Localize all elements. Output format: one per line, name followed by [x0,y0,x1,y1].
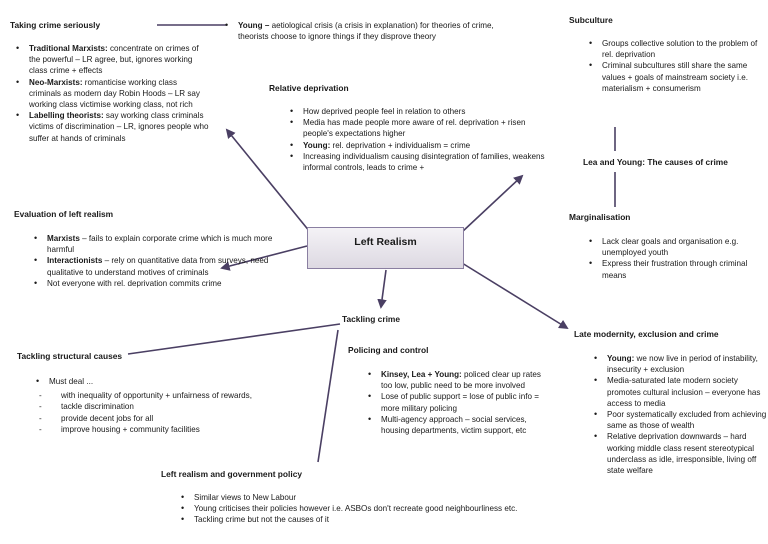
marginalisation-list: Lack clear goals and organisation e.g. u… [589,236,764,281]
heading-late-modernity: Late modernity, exclusion and crime [574,329,719,339]
list-item: Express their frustration through crimin… [589,258,764,280]
list-item: Young criticises their policies however … [181,503,594,514]
list-item: Multi-agency approach – social services,… [368,414,553,436]
sub-list-item: tackle discrimination [39,401,289,412]
list-item: Tackling crime but not the causes of it [181,514,594,525]
structural-lead: Must deal ... with inequality of opportu… [36,376,289,435]
list-item: Marxists – fails to explain corporate cr… [34,233,287,255]
list-item: Lack clear goals and organisation e.g. u… [589,236,764,258]
heading-marginalisation: Marginalisation [569,212,631,222]
heading-tackling-structural-causes: Tackling structural causes [17,351,123,361]
list-item: Similar views to New Labour [181,492,594,503]
heading-policing-and-control: Policing and control [348,345,429,355]
subculture-list: Groups collective solution to the proble… [589,38,764,94]
list-item: Young: rel. deprivation + individualism … [290,140,553,151]
arrow-to-tackling [377,269,387,309]
list-item: Labelling theorists: say working class c… [16,110,211,144]
taking-crime-seriously-list: Traditional Marxists: concentrate on cri… [16,43,211,144]
list-item: Kinsey, Lea + Young: policed clear up ra… [368,369,553,391]
list-item: Relative deprivation downwards – hard wo… [594,431,767,476]
list-item: Lose of public support = lose of public … [368,391,553,413]
list-item: Neo-Marxists: romanticise working class … [16,77,211,111]
list-item: Criminal subcultures still share the sam… [589,60,764,94]
government-policy-list: Similar views to New LabourYoung critici… [181,492,594,526]
evaluation-list: Marxists – fails to explain corporate cr… [34,233,287,289]
sub-list-item: provide decent jobs for all [39,413,289,424]
arrow-to-modernity [461,262,569,330]
list-item: Increasing individualism causing disinte… [290,151,553,173]
list-item: Media has made people more aware of rel.… [290,117,553,139]
line-tackling-structural [127,323,341,355]
list-item: Poor systematically excluded from achiev… [594,409,767,431]
relative-deprivation-list: How deprived people feel in relation to … [290,106,553,173]
list-item: Young: we now live in period of instabil… [594,353,767,375]
arrow-to-taking [225,128,311,233]
list-item: Not everyone with rel. deprivation commi… [34,278,287,289]
list-item: Traditional Marxists: concentrate on cri… [16,43,211,77]
heading-evaluation-of-left-realism: Evaluation of left realism [14,209,114,219]
list-item: Groups collective solution to the proble… [589,38,764,60]
heading-relative-deprivation: Relative deprivation [269,83,349,93]
heading-government-policy: Left realism and government policy [161,469,303,479]
young-aetiological-crisis: Young – aetiological crisis (a crisis in… [225,20,500,42]
list-item: Young – aetiological crisis (a crisis in… [225,20,500,42]
list-item: Media-saturated late modern society prom… [594,375,767,409]
sub-list-item: with inequality of opportunity + unfairn… [39,390,289,401]
heading-tackling-crime: Tackling crime [342,314,401,324]
heading-causes-of-crime: Lea and Young: The causes of crime [583,157,728,167]
list-item: Interactionists – rely on quantitative d… [34,255,287,277]
list-item: How deprived people feel in relation to … [290,106,553,117]
heading-taking-crime-seriously: Taking crime seriously [10,20,101,30]
policing-list: Kinsey, Lea + Young: policed clear up ra… [368,369,553,436]
line-tackling-government [317,329,339,463]
central-topic-box: Left Realism [307,227,464,269]
central-topic-label: Left Realism [354,236,417,248]
sub-list-item: improve housing + community facilities [39,424,289,435]
late-modernity-list: Young: we now live in period of instabil… [594,353,767,476]
structural-causes-list: Must deal ... with inequality of opportu… [36,376,289,435]
heading-subculture: Subculture [569,15,613,25]
arrow-to-causes [461,174,524,233]
